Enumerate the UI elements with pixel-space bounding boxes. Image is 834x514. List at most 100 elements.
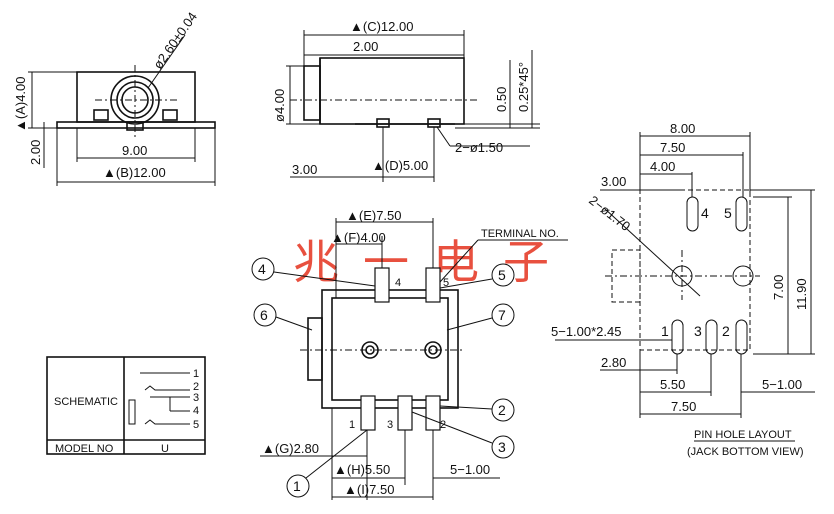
- pin-hole-layout: 4 5 1 3 2 8.00 7.50 4.00 3.00 2−ø1.70 7.…: [551, 121, 815, 458]
- sch-pin-1: 1: [193, 368, 199, 380]
- callout-6-leader: [275, 316, 313, 331]
- front-view: ø2.60±0.04 ▲(A)4.00 2.00 9.00 ▲(B)12.00: [13, 9, 216, 186]
- callout-7: 7: [498, 307, 506, 323]
- layout-slot-3: [705, 319, 718, 355]
- dim-layout-700: 7.00: [771, 275, 786, 300]
- dim-layout-550: 5.50: [660, 377, 685, 392]
- callout-4-circle: [251, 257, 275, 281]
- callout-1: 1: [293, 478, 301, 494]
- dim-b: ▲(B)12.00: [103, 165, 166, 180]
- dim-layout-280: 2.80: [601, 355, 626, 370]
- dim-layout-1190: 11.90: [794, 278, 809, 310]
- layout-hole-right: [732, 265, 754, 287]
- dim-layout-51: 5−1.00: [762, 377, 802, 392]
- layout-pin-3: 3: [694, 323, 702, 339]
- pin-label-1: 1: [349, 419, 355, 431]
- side-pin-left: [376, 118, 390, 128]
- sch-pin-4: 4: [193, 405, 199, 417]
- dim-layout-750-top: 7.50: [660, 140, 685, 155]
- pin-dia-leader: [436, 126, 451, 147]
- dim-chamfer: 0.25*45°: [516, 62, 531, 112]
- top-pin-2: [425, 395, 441, 431]
- layout-pin-4: 4: [701, 205, 709, 221]
- top-view: 4 5 1 3 2 ▲(E)7.50 ▲(F)4.00 TERMINAL NO.…: [251, 208, 568, 500]
- callout-2: 2: [498, 402, 506, 418]
- pin-label-2: 2: [440, 419, 446, 431]
- sch-pin-3: 3: [193, 392, 199, 404]
- dim-layout-300: 3.00: [601, 174, 626, 189]
- pin-label-4: 4: [395, 277, 401, 289]
- sch-line-2: [144, 385, 190, 391]
- layout-slot-1: [671, 319, 684, 355]
- top-pin-3: [397, 395, 413, 431]
- schematic-table: SCHEMATIC MODEL NO U 1 2 3 4 5: [46, 356, 206, 455]
- front-base-plate: [56, 121, 216, 129]
- callout-5-leader: [439, 278, 493, 289]
- schematic-symbol-body: [128, 399, 136, 425]
- schematic-frame: [46, 356, 206, 455]
- dim-layout-400: 4.00: [650, 159, 675, 174]
- callout-7-leader: [446, 317, 493, 331]
- callout-3-circle: [491, 435, 515, 459]
- dim-pins: 2−ø1.50: [455, 140, 503, 155]
- dim-d: ▲(D)5.00: [372, 158, 428, 173]
- dim-top-51: 5−1.00: [450, 462, 490, 477]
- top-body-inner: [331, 297, 449, 401]
- dim-9: 9.00: [122, 143, 147, 158]
- dim-050: 0.50: [494, 87, 509, 112]
- layout-pin-1: 1: [661, 323, 669, 339]
- model-label: MODEL NO: [55, 443, 114, 455]
- schematic-label: SCHEMATIC: [54, 396, 118, 408]
- dim-layout-slots: 5−1.00*2.45: [551, 324, 621, 339]
- dim-i: ▲(I)7.50: [344, 482, 394, 497]
- layout-slot-2: [735, 319, 748, 355]
- diameter-leader: [147, 34, 186, 89]
- dim-f: ▲(F)4.00: [331, 230, 386, 245]
- terminal-label: TERMINAL NO.: [481, 228, 559, 240]
- callout-6: 6: [260, 307, 268, 323]
- dim-c: ▲(C)12.00: [350, 19, 413, 34]
- lay-hole-leader: [603, 207, 701, 297]
- dim-height: 2.00: [28, 140, 43, 165]
- sch-pin-2: 2: [193, 381, 199, 393]
- callout-4-leader: [273, 271, 376, 287]
- layout-pin-5: 5: [724, 205, 732, 221]
- side-nose: [303, 65, 321, 121]
- sch-line-5: [144, 419, 190, 425]
- top-pin-1: [360, 395, 376, 431]
- callout-6-circle: [253, 303, 277, 327]
- dim-e: ▲(E)7.50: [346, 208, 402, 223]
- side-view: ▲(C)12.00 2.00 ø4.00 0.50 0.25*45° 2−ø1.…: [272, 19, 540, 182]
- layout-pin-2: 2: [722, 323, 730, 339]
- callout-2-leader: [439, 405, 493, 410]
- dim-h: ▲(H)5.50: [334, 462, 390, 477]
- dim-side-3: 3.00: [292, 162, 317, 177]
- layout-slot-4: [686, 196, 699, 232]
- layout-slot-5: [735, 196, 748, 232]
- dim-layout-800: 8.00: [670, 121, 695, 136]
- dim-side-2: 2.00: [353, 39, 378, 54]
- dim-a: ▲(A)4.00: [13, 77, 28, 133]
- dim-g: ▲(G)2.80: [262, 441, 319, 456]
- dim-dia4: ø4.00: [272, 89, 287, 122]
- dim-layout-hole: 2−ø1.70: [586, 193, 633, 234]
- sch-pin-5: 5: [193, 419, 199, 431]
- top-nose: [307, 317, 323, 381]
- side-pin-right: [427, 118, 441, 128]
- front-pad-left: [93, 109, 109, 121]
- top-pin-5: [425, 267, 441, 303]
- layout-caption-2: (JACK BOTTOM VIEW): [687, 446, 804, 458]
- callout-1-leader: [305, 429, 368, 479]
- terminal-leader: [439, 239, 479, 283]
- pin-label-5: 5: [443, 277, 449, 289]
- dim-layout-750-bottom: 7.50: [671, 399, 696, 414]
- callout-5-circle: [491, 263, 515, 287]
- dim-diameter: ø2.60±0.04: [150, 9, 200, 71]
- callout-5: 5: [498, 267, 506, 283]
- front-pad-right: [162, 109, 178, 121]
- callout-2-circle: [491, 398, 515, 422]
- layout-caption-1: PIN HOLE LAYOUT: [694, 429, 792, 441]
- callout-7-circle: [491, 303, 515, 327]
- model-value: U: [161, 443, 169, 455]
- callout-3: 3: [498, 439, 506, 455]
